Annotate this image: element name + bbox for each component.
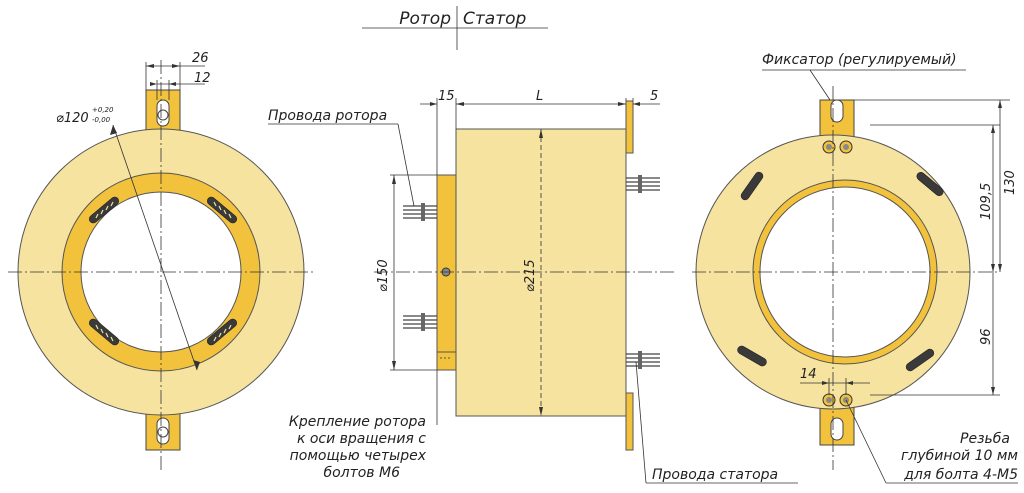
dim-26: 26 — [192, 51, 209, 66]
label-thread-line1: Резьба — [960, 431, 1010, 447]
label-stator-wires: Провода статора — [652, 467, 778, 483]
dim-5: 5 — [650, 89, 658, 104]
bottom-lug-bolt-icon — [157, 426, 169, 438]
dim-14: 14 — [800, 367, 817, 382]
label-mount-line1: Крепление ротора — [289, 414, 426, 430]
rotor-flange-bolt — [436, 351, 457, 371]
side-view: ⌀215 ⌀150 15 L 5 Провода ротора Провода … — [268, 89, 798, 484]
dim-15: 15 — [438, 89, 455, 104]
dim-96: 96 — [979, 328, 994, 345]
fixator-top-slot — [830, 99, 844, 123]
stator-tab-bottom — [625, 392, 634, 451]
title-stator: Статор — [463, 9, 526, 29]
dim-d120-tol-minus: -0,00 — [92, 116, 111, 124]
fixator-bottom-slot — [830, 417, 844, 441]
label-fixator: Фиксатор (регулируемый) — [762, 52, 957, 68]
dim-109-5: 109,5 — [979, 183, 994, 220]
label-rotor-wires: Провода ротора — [268, 108, 387, 124]
dim-d120: ⌀120 — [56, 111, 89, 126]
title-rotor: Ротор — [399, 9, 451, 29]
dim-d120-tol-plus: +0,20 — [92, 106, 114, 114]
rotor-wires-bundle — [403, 205, 437, 329]
dim-12: 12 — [194, 71, 211, 86]
title-block: Ротор Статор — [362, 6, 548, 50]
label-mount-line2: к оси вращения с — [297, 431, 426, 447]
dim-130: 130 — [1003, 170, 1018, 195]
rotor-front-view: ⌀120 +0,20 -0,00 26 12 — [8, 51, 316, 470]
label-mount-line3: помощью четырех — [290, 448, 427, 464]
stator-body — [455, 128, 627, 417]
label-mount-line4: болтов М6 — [323, 465, 400, 481]
dim-L: L — [536, 89, 543, 104]
label-thread-line3: для болта 4-М5 — [903, 467, 1018, 483]
stator-tab-top — [625, 100, 634, 154]
label-thread-line2: глубиной 10 мм — [901, 448, 1018, 464]
top-lug-bolt-icon — [157, 109, 169, 121]
stator-wire-slots — [737, 171, 944, 372]
stator-wires-bundle — [626, 177, 660, 367]
dim-d150: ⌀150 — [376, 259, 391, 292]
stator-front-view: 130 109,5 96 14 Фиксатор (регулируемый) … — [692, 52, 1018, 484]
fixator-bolts — [822, 140, 853, 407]
dim-d215: ⌀215 — [523, 259, 538, 292]
